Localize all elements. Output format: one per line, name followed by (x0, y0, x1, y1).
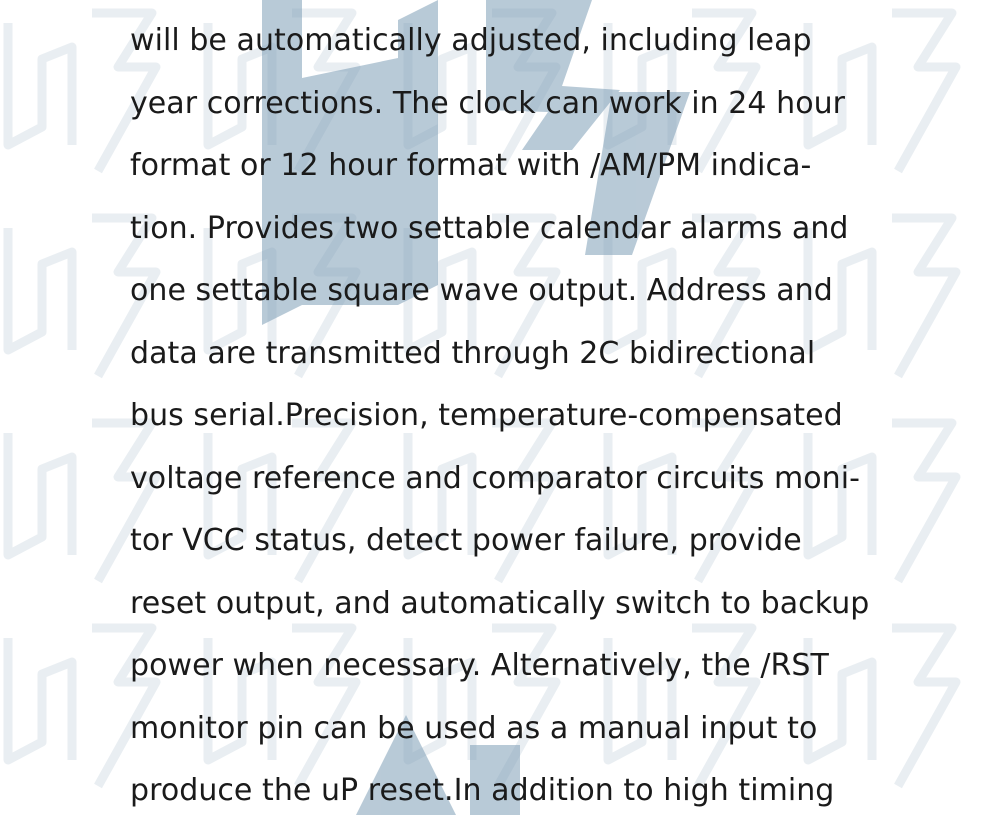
text-line: data are transmitted through 2C bidirect… (130, 335, 816, 371)
text-line: power when necessary. Alternatively, the… (130, 648, 829, 683)
text-line: tor VCC status, detect power failure, pr… (130, 523, 802, 558)
body-paragraph: will be automatically adjusted, includin… (130, 10, 890, 823)
text-line: tion. Provides two settable calendar ala… (130, 210, 849, 246)
text-line: will be automatically adjusted, includin… (130, 23, 812, 58)
text-line: bus serial.Precision, temperature-compen… (130, 398, 843, 433)
text-line: produce the uP reset.In addition to high… (130, 773, 835, 808)
text-line: voltage reference and comparator circuit… (130, 460, 860, 496)
text-line: monitor pin can be used as a manual inpu… (130, 710, 818, 746)
text-line: format or 12 hour format with /AM/PM ind… (130, 148, 812, 183)
text-line: reset output, and automatically switch t… (130, 585, 870, 621)
text-line: one settable square wave output. Address… (130, 273, 833, 308)
text-line: year corrections. The clock can work in … (130, 85, 846, 121)
